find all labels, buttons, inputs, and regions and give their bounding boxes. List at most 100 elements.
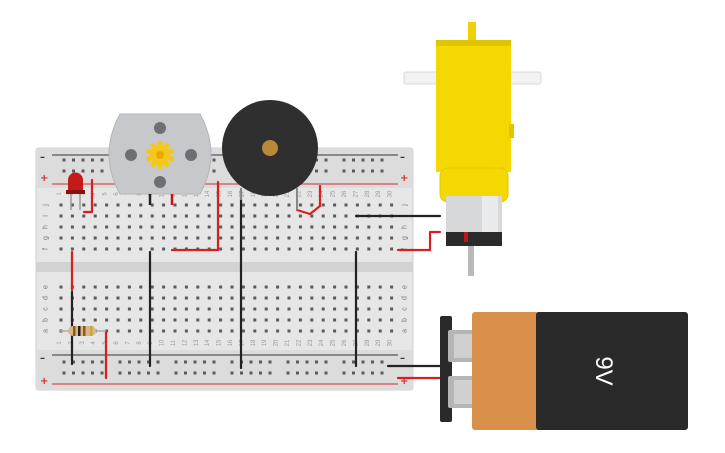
rail-hole[interactable] <box>212 169 216 173</box>
breadboard-hole[interactable] <box>276 296 280 300</box>
rail-hole[interactable] <box>193 371 197 375</box>
breadboard-hole[interactable] <box>173 329 177 333</box>
rail-hole[interactable] <box>361 371 365 375</box>
rail-hole[interactable] <box>128 360 131 364</box>
rail-hole[interactable] <box>380 360 384 364</box>
breadboard-hole[interactable] <box>196 214 200 218</box>
rail-hole[interactable] <box>203 360 206 364</box>
breadboard-hole[interactable] <box>390 236 394 240</box>
rail-hole[interactable] <box>296 360 299 364</box>
breadboard-hole[interactable] <box>70 214 74 218</box>
breadboard-hole[interactable] <box>367 329 371 333</box>
breadboard-hole[interactable] <box>276 318 280 322</box>
breadboard-hole[interactable] <box>310 318 314 322</box>
breadboard-hole[interactable] <box>344 318 348 322</box>
rail-hole[interactable] <box>81 371 85 375</box>
breadboard-hole[interactable] <box>253 318 257 322</box>
yellow-gear-motor[interactable] <box>403 22 542 276</box>
breadboard-hole[interactable] <box>184 318 188 322</box>
breadboard-hole[interactable] <box>82 307 86 311</box>
breadboard-hole[interactable] <box>264 236 268 240</box>
rail-hole[interactable] <box>81 360 85 364</box>
breadboard-hole[interactable] <box>287 307 291 311</box>
red-led[interactable] <box>66 172 85 210</box>
breadboard-hole[interactable] <box>173 236 177 240</box>
breadboard-hole[interactable] <box>355 236 359 240</box>
rail-hole[interactable] <box>324 371 328 375</box>
breadboard-hole[interactable] <box>333 225 337 229</box>
rail-hole[interactable] <box>352 360 355 364</box>
breadboard-hole[interactable] <box>173 285 177 289</box>
rail-hole[interactable] <box>118 371 122 375</box>
breadboard-hole[interactable] <box>355 225 359 229</box>
rail-hole[interactable] <box>268 371 272 375</box>
breadboard-hole[interactable] <box>105 307 109 311</box>
breadboard-hole[interactable] <box>378 203 382 207</box>
rail-hole[interactable] <box>203 371 206 375</box>
breadboard-hole[interactable] <box>207 285 211 289</box>
breadboard-hole[interactable] <box>241 318 245 322</box>
breadboard-hole[interactable] <box>378 307 382 311</box>
breadboard-hole[interactable] <box>219 318 223 322</box>
breadboard-hole[interactable] <box>230 236 234 240</box>
piezo-buzzer[interactable] <box>222 100 318 210</box>
rail-hole[interactable] <box>315 158 318 162</box>
breadboard-hole[interactable] <box>298 285 302 289</box>
breadboard-hole[interactable] <box>321 214 325 218</box>
rail-hole[interactable] <box>62 360 66 364</box>
breadboard-hole[interactable] <box>367 285 371 289</box>
breadboard-hole[interactable] <box>150 214 154 218</box>
breadboard-hole[interactable] <box>367 203 371 207</box>
breadboard-hole[interactable] <box>162 247 166 251</box>
breadboard-hole[interactable] <box>321 318 325 322</box>
breadboard-hole[interactable] <box>298 329 302 333</box>
rail-hole[interactable] <box>91 360 94 364</box>
breadboard-hole[interactable] <box>321 225 325 229</box>
breadboard-hole[interactable] <box>116 296 120 300</box>
breadboard-hole[interactable] <box>173 318 177 322</box>
rail-hole[interactable] <box>286 371 290 375</box>
rail-hole[interactable] <box>259 360 262 364</box>
rail-hole[interactable] <box>147 360 150 364</box>
breadboard-hole[interactable] <box>287 247 291 251</box>
rail-hole[interactable] <box>62 158 66 162</box>
breadboard-hole[interactable] <box>127 225 131 229</box>
breadboard-hole[interactable] <box>264 214 268 218</box>
rail-hole[interactable] <box>361 360 365 364</box>
breadboard-hole[interactable] <box>378 236 382 240</box>
breadboard-hole[interactable] <box>276 203 280 207</box>
breadboard-hole[interactable] <box>105 318 109 322</box>
breadboard-hole[interactable] <box>378 247 382 251</box>
breadboard-hole[interactable] <box>162 296 166 300</box>
rail-hole[interactable] <box>315 360 318 364</box>
breadboard-hole[interactable] <box>196 236 200 240</box>
breadboard-hole[interactable] <box>230 296 234 300</box>
breadboard-hole[interactable] <box>127 307 131 311</box>
breadboard-hole[interactable] <box>310 329 314 333</box>
breadboard-hole[interactable] <box>310 225 314 229</box>
breadboard-hole[interactable] <box>310 214 314 218</box>
breadboard-hole[interactable] <box>241 225 245 229</box>
breadboard-hole[interactable] <box>230 247 234 251</box>
breadboard-hole[interactable] <box>355 296 359 300</box>
breadboard-hole[interactable] <box>378 329 382 333</box>
breadboard-hole[interactable] <box>162 225 166 229</box>
breadboard-hole[interactable] <box>207 318 211 322</box>
rail-hole[interactable] <box>361 169 365 173</box>
breadboard-hole[interactable] <box>321 247 325 251</box>
rail-hole[interactable] <box>72 360 75 364</box>
breadboard-hole[interactable] <box>196 318 200 322</box>
breadboard-hole[interactable] <box>333 307 337 311</box>
breadboard-hole[interactable] <box>173 203 177 207</box>
breadboard-hole[interactable] <box>139 225 143 229</box>
breadboard-hole[interactable] <box>298 318 302 322</box>
breadboard-hole[interactable] <box>93 203 97 207</box>
breadboard-hole[interactable] <box>219 203 223 207</box>
breadboard-hole[interactable] <box>390 329 394 333</box>
breadboard-hole[interactable] <box>93 236 97 240</box>
breadboard-hole[interactable] <box>162 307 166 311</box>
breadboard-hole[interactable] <box>59 307 63 311</box>
breadboard-hole[interactable] <box>207 296 211 300</box>
breadboard-hole[interactable] <box>70 203 74 207</box>
breadboard-hole[interactable] <box>390 285 394 289</box>
